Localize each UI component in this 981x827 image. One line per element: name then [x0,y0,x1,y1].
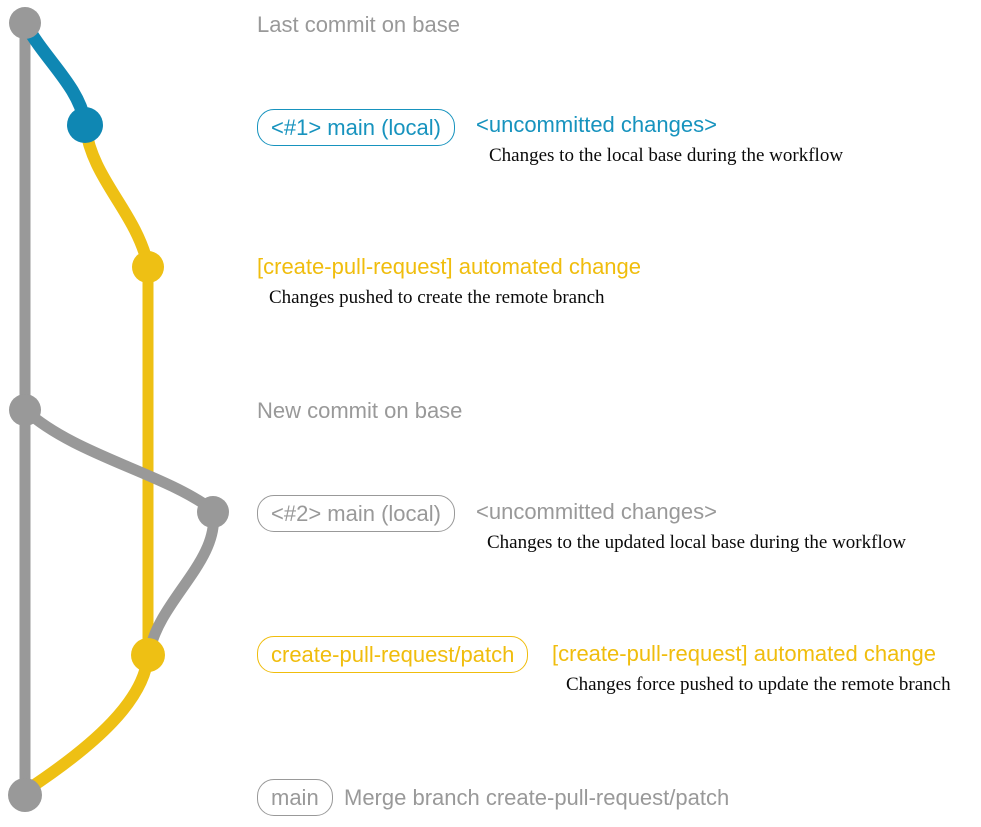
git-graph [8,7,229,812]
pr-branch-merge-curve [21,649,154,796]
pr-branch-curve-up [79,119,154,271]
caption-updated-local-base: Changes to the updated local base during… [487,532,906,553]
main-local-2-to-pr-curve [144,506,220,656]
annotation-new-commit-on-base: New commit on base [257,398,463,423]
commit-title-merge-branch: Merge branch create-pull-request/patch [344,785,730,810]
commit-node-main-local-2 [197,496,229,528]
main-local-branch-curve-1 [18,16,92,129]
commit-node-merge [8,778,42,812]
caption-pushed-create-remote: Changes pushed to create the remote bran… [269,287,605,308]
commit-node-main-local-1 [67,107,103,143]
commit-node-pr-force-push [131,638,165,672]
caption-force-pushed-update-remote: Changes force pushed to update the remot… [566,674,951,695]
branch-badge-main-local-1: <#1> main (local) [257,109,455,146]
commit-node-base-2 [9,394,41,426]
branch-badge-main: main [257,779,333,816]
commit-title-automated-change-2: [create-pull-request] automated change [552,641,937,666]
caption-local-base-changes: Changes to the local base during the wor… [489,145,844,166]
annotation-last-commit-on-base: Last commit on base [257,12,460,37]
commit-node-base-1 [9,7,41,39]
base-to-main-local-2-curve [19,404,216,514]
commit-title-automated-change-1: [create-pull-request] automated change [257,254,642,279]
branch-badge-create-pull-request-patch: create-pull-request/patch [257,636,529,673]
branch-badge-main-local-2: <#2> main (local) [257,495,455,532]
commit-node-pr-push [132,251,164,283]
commit-title-uncommitted-2: <uncommitted changes> [476,499,717,524]
commit-title-uncommitted-1: <uncommitted changes> [476,112,717,137]
